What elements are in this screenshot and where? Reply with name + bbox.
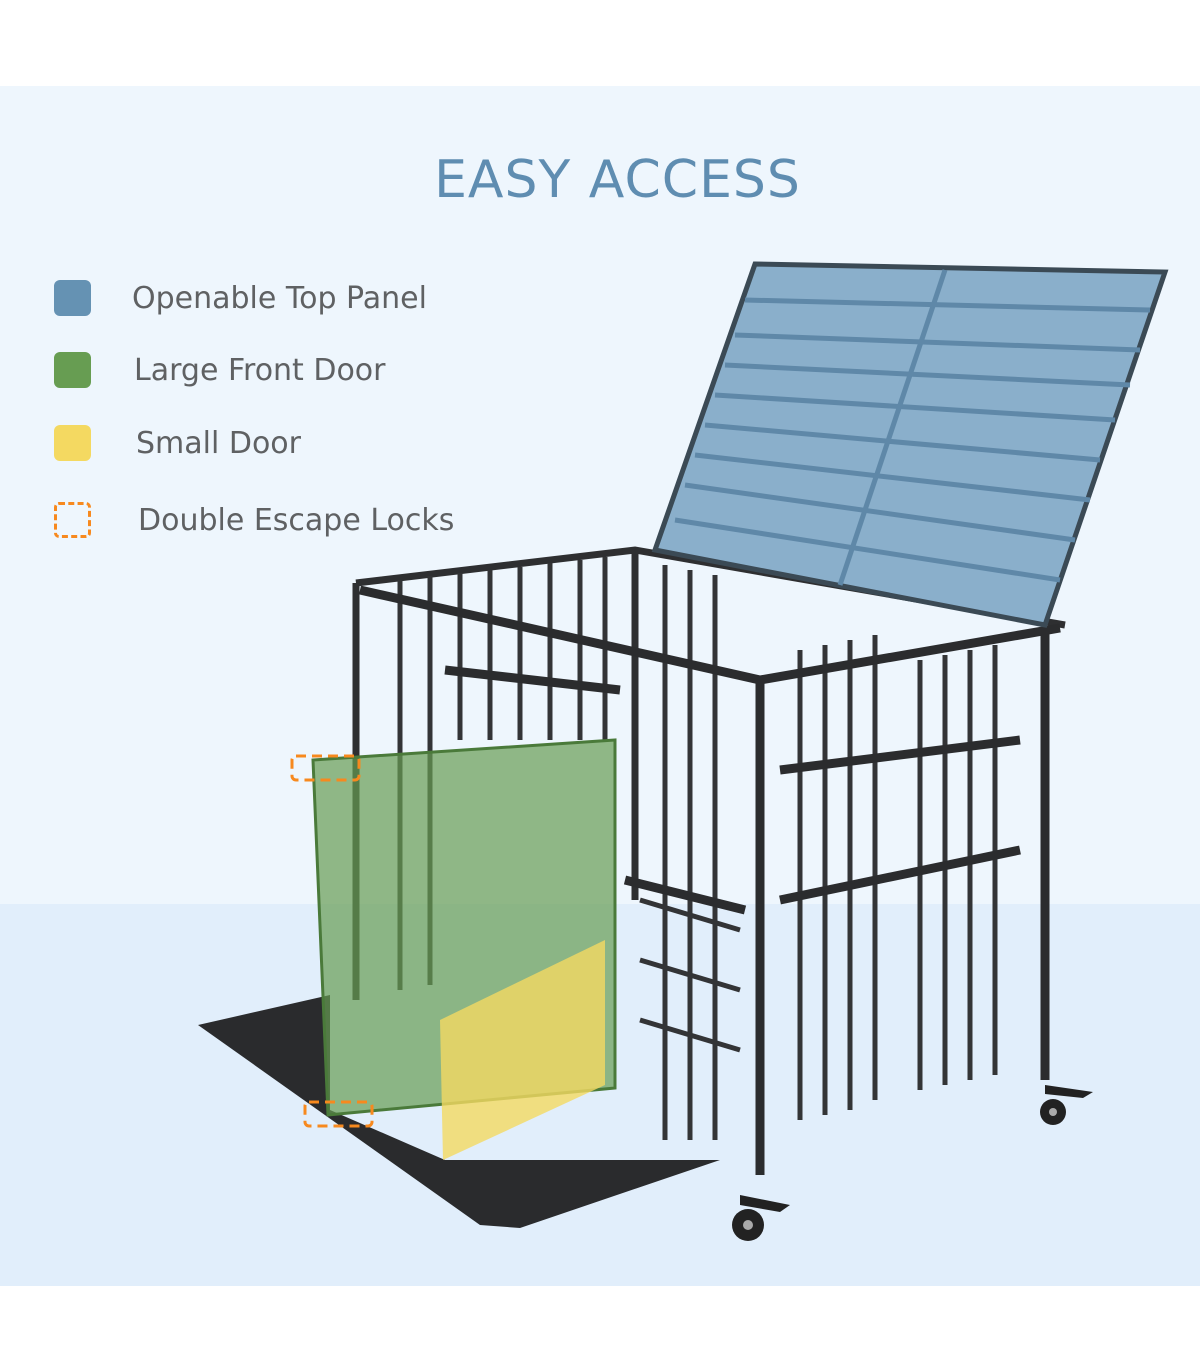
escape-lock-bottom-icon (303, 1100, 374, 1128)
legend-item-escape-locks: Double Escape Locks (54, 500, 454, 540)
small-door (440, 940, 605, 1160)
escape-lock-top-icon (290, 754, 361, 782)
blue-swatch-icon (54, 280, 91, 316)
page-title: EASY ACCESS (434, 150, 801, 210)
legend-item-top-panel: Openable Top Panel (54, 278, 427, 318)
legend-item-small-door: Small Door (54, 423, 301, 463)
dashed-lock-icon (54, 502, 91, 538)
green-swatch-icon (54, 352, 91, 388)
yellow-swatch-icon (54, 425, 91, 461)
legend-label: Openable Top Panel (132, 280, 427, 316)
openable-top-panel (651, 261, 1169, 628)
legend-item-front-door: Large Front Door (54, 350, 386, 390)
legend-label: Large Front Door (134, 352, 386, 388)
legend-label: Double Escape Locks (138, 502, 455, 538)
caster-wheels (732, 1085, 1093, 1241)
legend-label: Small Door (136, 425, 301, 461)
cage-front-frame (359, 585, 1061, 1175)
